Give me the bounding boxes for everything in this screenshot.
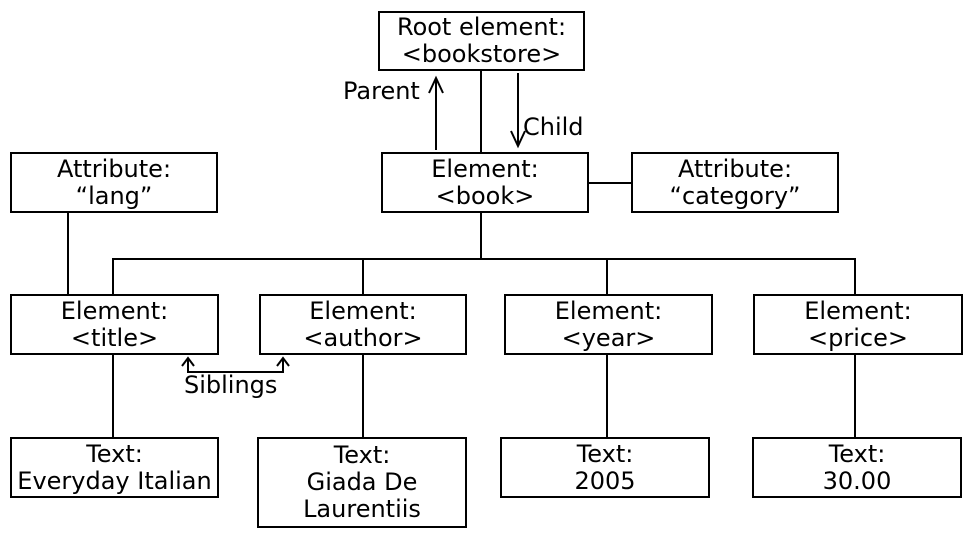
parent-label: Parent	[343, 77, 420, 105]
node-text-line: Text:	[828, 439, 886, 468]
node-text-line: 2005	[574, 466, 636, 495]
node-text-title: Text: Everyday Italian	[10, 437, 219, 498]
child-arrow-icon	[510, 73, 526, 149]
node-text-line: Text:	[333, 441, 391, 469]
siblings-label: Siblings	[184, 371, 278, 399]
node-text-line: 30.00	[822, 466, 892, 495]
node-text-line: Element:	[431, 154, 539, 183]
node-element-author: Element: <author>	[259, 294, 467, 355]
node-text-line: <bookstore>	[401, 40, 562, 68]
node-element-price: Element: <price>	[753, 294, 963, 355]
node-text-line: “lang”	[75, 181, 153, 210]
node-text-line: Giada De	[306, 468, 418, 496]
node-text-price: Text: 30.00	[752, 437, 962, 498]
parent-arrow-icon	[428, 75, 444, 150]
node-element-year: Element: <year>	[504, 294, 713, 355]
node-text-line: <price>	[808, 323, 908, 352]
node-text-line: Element:	[554, 296, 663, 325]
siblings-arrow-icon	[181, 356, 290, 373]
node-attribute-category: Attribute: “category”	[631, 152, 839, 213]
node-text-line: Element:	[309, 296, 417, 325]
node-text-year: Text: 2005	[500, 437, 710, 498]
node-text-line: <title>	[70, 323, 159, 352]
node-text-line: Text:	[576, 439, 634, 468]
node-root-bookstore: Root element: <bookstore>	[378, 11, 585, 71]
node-text-line: Attribute:	[56, 154, 172, 183]
child-label: Child	[523, 113, 584, 141]
node-text-line: Text:	[86, 439, 143, 468]
node-text-line: Root element:	[396, 13, 567, 41]
node-text-line: Attribute:	[677, 154, 793, 183]
node-text-line: Element:	[804, 296, 912, 325]
node-element-title: Element: <title>	[10, 294, 219, 355]
node-text-line: <year>	[561, 323, 656, 352]
node-text-line: <book>	[435, 181, 535, 210]
node-element-book: Element: <book>	[381, 152, 589, 213]
node-text-line: Laurentiis	[303, 495, 421, 523]
node-text-line: <author>	[303, 323, 423, 352]
node-text-author: Text: Giada De Laurentiis	[257, 437, 467, 528]
node-attribute-lang: Attribute: “lang”	[10, 152, 218, 213]
node-text-line: Element:	[60, 296, 169, 325]
node-text-line: “category”	[669, 181, 801, 210]
node-text-line: Everyday Italian	[17, 466, 212, 495]
